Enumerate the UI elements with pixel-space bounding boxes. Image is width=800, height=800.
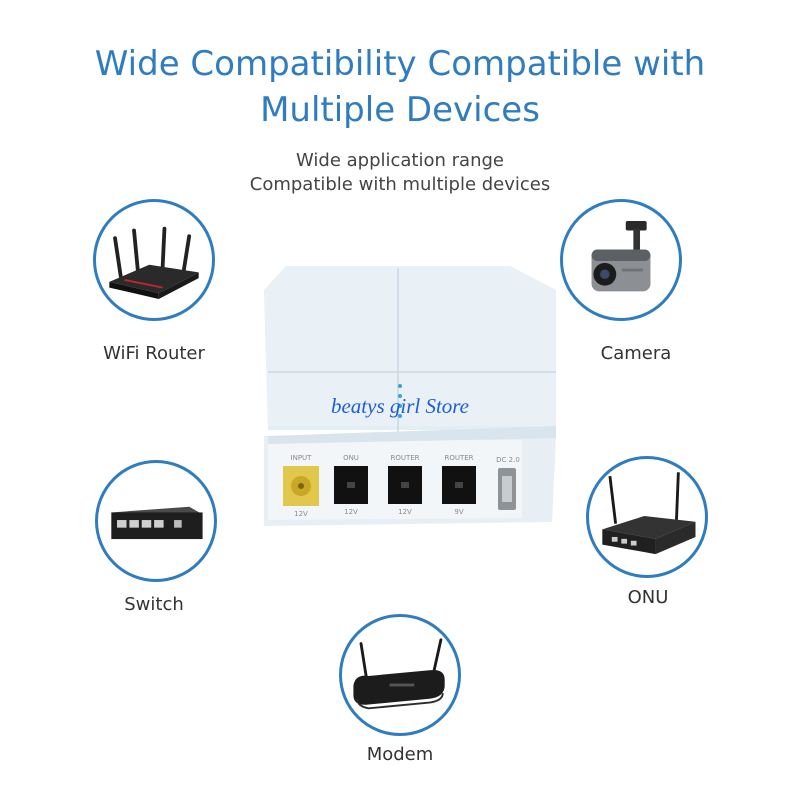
port-label-input: INPUT	[291, 454, 313, 462]
modem-label: Modem	[366, 744, 434, 765]
headline-line-2: Multiple Devices	[260, 90, 540, 130]
headline-line-1: Wide Compatibility Compatible with	[94, 44, 706, 84]
voltage-onu: 12V	[344, 508, 358, 516]
switch-image	[111, 506, 203, 540]
port-label-onu: ONU	[343, 454, 359, 462]
port-label-router-2: ROUTER	[444, 454, 473, 462]
subtitle-line-2: Compatible with multiple devices	[249, 174, 551, 195]
voltage-router-1: 12V	[398, 508, 412, 516]
wifi-router-label: WiFi Router	[103, 343, 205, 364]
store-watermark: beatys girl Store	[330, 394, 470, 418]
wifi-router-image	[109, 226, 199, 299]
onu-image	[602, 472, 696, 555]
port-label-dc: DC 2.0	[496, 456, 520, 464]
voltage-input: 12V	[294, 510, 308, 518]
port-label-router-1: ROUTER	[390, 454, 419, 462]
camera-circle	[560, 199, 682, 321]
modem-circle	[339, 614, 461, 736]
camera-image	[591, 221, 651, 292]
subtitle-line-1: Wide application range	[296, 150, 504, 171]
onu-circle	[586, 456, 708, 578]
wifi-router-circle	[93, 199, 215, 321]
voltage-router-2: 9V	[454, 508, 463, 516]
switch-circle	[95, 460, 217, 582]
camera-label: Camera	[600, 343, 672, 364]
modem-image	[353, 638, 445, 710]
switch-label: Switch	[124, 594, 184, 615]
onu-label: ONU	[627, 587, 669, 608]
